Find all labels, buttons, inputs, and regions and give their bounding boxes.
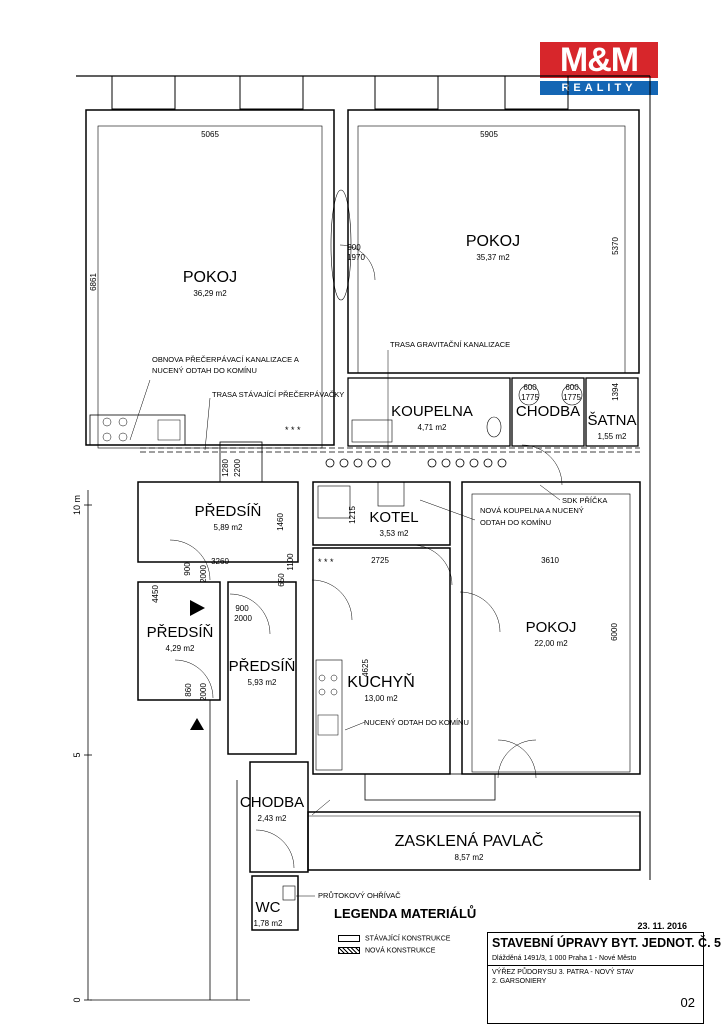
legend-label: STÁVAJÍCÍ KONSTRUKCE <box>365 935 451 943</box>
note-labels: OBNOVA PŘEČERPÁVACÍ KANALIZACE A NUCENÝ O… <box>152 340 607 900</box>
room-name-koupelna: KOUPELNA <box>391 403 473 420</box>
dimension-label: 1394 <box>611 383 620 401</box>
room-name-wc: WC <box>256 899 281 916</box>
brand-logo-mm: M&M <box>540 42 658 78</box>
room-name-predsin-1: PŘEDSÍŇ <box>195 503 262 520</box>
dimension-label: 3610 <box>541 556 559 565</box>
room-area-pokoj-2: 35,37 m2 <box>476 253 510 262</box>
entry-arrow <box>190 718 204 730</box>
dimension-label: 2000 <box>199 565 208 583</box>
legend-item-existing: STÁVAJÍCÍ KONSTRUKCE <box>338 935 450 942</box>
drawing-title: STAVEBNÍ ÚPRAVY BYT. JEDNOT. Č. 5 <box>492 936 721 950</box>
scale-label: 0 <box>72 997 82 1002</box>
dimension-label: 4625 <box>361 659 370 677</box>
dimension-label: 5905 <box>480 130 498 139</box>
brand-logo: M&M REALITY <box>540 42 658 98</box>
drawing-description: VÝŘEZ PŮDORYSU 3. PATRA - NOVÝ STAV 2. G… <box>492 968 634 986</box>
dimension-label: 900 <box>235 604 249 613</box>
room-name-kuchyn: KUCHYŇ <box>347 672 415 691</box>
drawing-description-line: VÝŘEZ PŮDORYSU 3. PATRA - NOVÝ STAV <box>492 969 634 976</box>
drawing-address: Dlážděná 1491/3, 1 000 Praha 1 - Nové Mě… <box>492 955 637 962</box>
drawing-date: 23. 11. 2016 <box>637 921 687 931</box>
dimension-label: 6861 <box>89 273 98 291</box>
legend-label: NOVÁ KONSTRUKCE <box>365 947 436 955</box>
room-area-wc: 1,78 m2 <box>254 919 283 928</box>
dimension-label: 650 <box>277 573 286 587</box>
drawing-description-line: 2. GARSONIERY <box>492 978 547 985</box>
dimension-label: 5065 <box>201 130 219 139</box>
room-area-predsin-3: 5,93 m2 <box>248 678 277 687</box>
scale-labels: 10 m 5 0 <box>72 495 82 1003</box>
dimension-label: 3260 <box>211 557 229 566</box>
scale-label: 10 m <box>72 495 82 515</box>
plan-note: PRŮTOKOVÝ OHŘÍVAČ <box>318 891 401 900</box>
dimension-label: 1775 <box>521 393 539 402</box>
legend-swatch-existing <box>338 935 360 942</box>
room-area-pokoj-3: 22,00 m2 <box>534 639 568 648</box>
title-block-divider <box>488 965 703 966</box>
dimension-label: 1215 <box>348 506 357 524</box>
plan-note: ODTAH DO KOMÍNU <box>480 518 551 527</box>
room-area-predsin-1: 5,89 m2 <box>214 523 243 532</box>
entry-arrow <box>190 600 205 616</box>
dimension-label: 2725 <box>371 556 389 565</box>
plan-note: NUCENÝ ODTAH DO KOMÍNU <box>364 718 469 727</box>
dimension-label: 2000 <box>234 614 252 623</box>
room-name-pokoj-3: POKOJ <box>526 619 577 636</box>
dimension-label: 860 <box>184 683 193 697</box>
room-labels: POKOJ 36,29 m2 POKOJ 35,37 m2 KOUPELNA 4,71 m… <box>147 233 637 928</box>
legend-swatch-new <box>338 947 360 954</box>
dimension-label: 1775 <box>563 393 581 402</box>
plan-note: NUCENÝ ODTAH DO KOMÍNU <box>152 366 257 375</box>
title-block: 23. 11. 2016 STAVEBNÍ ÚPRAVY BYT. JEDNOT… <box>487 921 721 1025</box>
title-block-frame: STAVEBNÍ ÚPRAVY BYT. JEDNOT. Č. 5 Dláždě… <box>487 932 721 1024</box>
dimension-label: 600 <box>565 383 579 392</box>
dimension-label: 2200 <box>233 459 242 477</box>
room-area-koupelna: 4,71 m2 <box>418 423 447 432</box>
exhaust-marker: * * * <box>318 557 334 567</box>
room-name-predsin-2: PŘEDSÍŇ <box>147 624 214 641</box>
dimension-label: 2000 <box>199 683 208 701</box>
plan-note: TRASA GRAVITAČNÍ KANALIZACE <box>390 340 510 349</box>
dimension-label: 1460 <box>276 513 285 531</box>
plan-note: TRASA STÁVAJÍCÍ PŘEČERPÁVAČKY <box>212 390 344 399</box>
dimension-label: 1280 <box>221 459 230 477</box>
room-area-chodba-2: 2,43 m2 <box>258 814 287 823</box>
room-name-pavlac: ZASKLENÁ PAVLAČ <box>395 831 544 850</box>
exhaust-marker: * * * <box>285 425 301 435</box>
room-area-satna: 1,55 m2 <box>598 432 627 441</box>
room-name-pokoj-2: POKOJ <box>466 233 520 250</box>
dimension-label: 4450 <box>151 585 160 603</box>
dimension-label: 900 <box>183 562 192 576</box>
room-name-chodba-1: CHODBA <box>516 403 580 420</box>
dimension-label: 1100 <box>286 553 295 571</box>
dimension-label: 600 <box>523 383 537 392</box>
brand-logo-reality: REALITY <box>540 81 658 95</box>
plan-note: SDK PŘÍČKA <box>562 496 607 505</box>
dimension-label: 900 <box>347 243 361 252</box>
room-name-predsin-3: PŘEDSÍŇ <box>229 658 296 675</box>
room-name-satna: ŠATNA <box>588 412 637 429</box>
room-name-chodba-2: CHODBA <box>240 794 304 811</box>
room-area-pokoj-1: 36,29 m2 <box>193 289 227 298</box>
plan-note: NOVÁ KOUPELNA A NUCENÝ <box>480 506 584 515</box>
room-name-pokoj-1: POKOJ <box>183 269 237 286</box>
dimension-label: 5370 <box>611 237 620 255</box>
drawing-number: 02 <box>680 995 695 1010</box>
room-area-predsin-2: 4,29 m2 <box>166 644 195 653</box>
plan-walls <box>76 75 651 1001</box>
room-name-kotel: KOTEL <box>369 509 418 526</box>
room-area-pavlac: 8,57 m2 <box>455 853 484 862</box>
scale-label: 5 <box>72 752 82 757</box>
dimension-label: 6000 <box>610 623 619 641</box>
legend-title: LEGENDA MATERIÁLŮ <box>334 906 477 921</box>
room-area-kotel: 3,53 m2 <box>380 529 409 538</box>
room-area-kuchyn: 13,00 m2 <box>364 694 398 703</box>
legend-item-new: NOVÁ KONSTRUKCE <box>338 947 435 954</box>
dimension-label: 1970 <box>347 253 365 262</box>
plan-note: OBNOVA PŘEČERPÁVACÍ KANALIZACE A <box>152 355 299 364</box>
